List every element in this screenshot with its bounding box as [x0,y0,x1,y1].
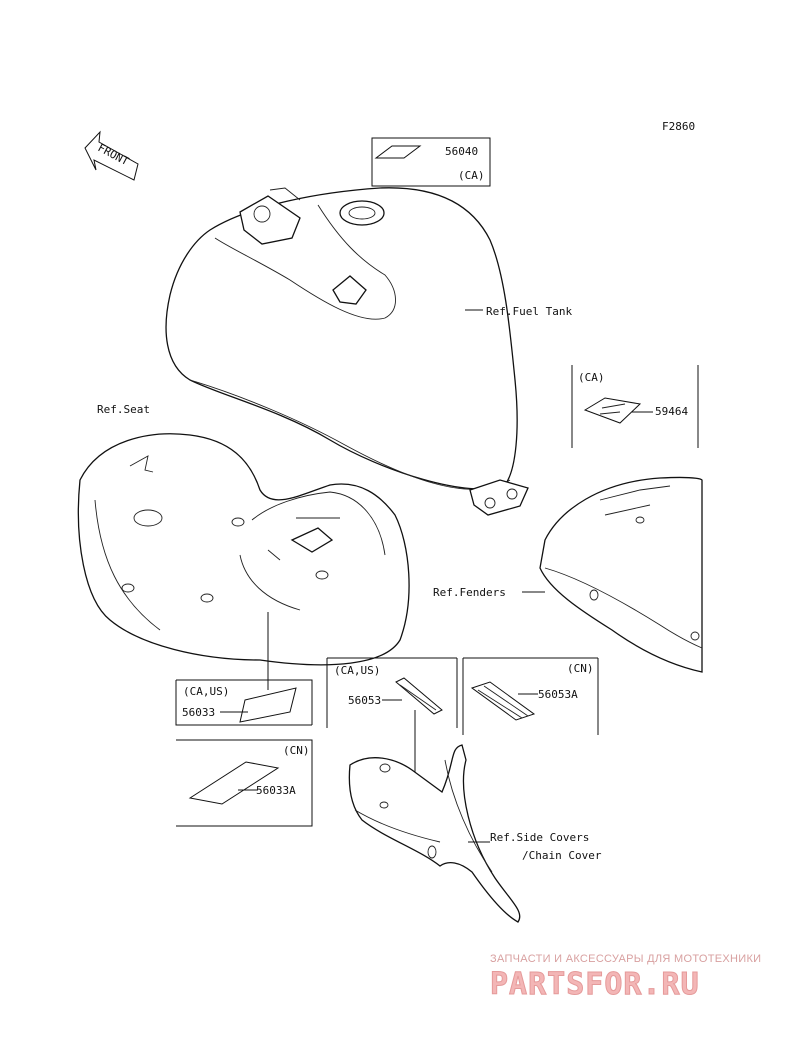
region-56033: (CA,US) [183,685,229,698]
part-number-56033: 56033 [182,706,215,719]
part-number-56033A: 56033A [256,784,296,797]
region-56053: (CA,US) [334,664,380,677]
ref-fenders-label: Ref.Fenders [433,586,506,599]
front-arrow-label: FRONT [96,141,132,168]
part-number-59464: 59464 [655,405,688,418]
callout-56040[interactable]: 56040 (CA) [371,137,491,187]
watermark: ЗАПЧАСТИ И АКСЕССУАРЫ ДЛЯ МОТОТЕХНИКИ PA… [490,953,762,1003]
part-number-56053A: 56053A [538,688,578,701]
region-56053A: (CN) [567,662,594,675]
ref-side-covers-label: Ref.Side Covers [490,831,589,844]
callout-56033[interactable]: (CA,US) 56033 [175,679,313,726]
callout-56033A[interactable]: (CN) 56033A [176,739,313,827]
ref-chain-cover-label: /Chain Cover [522,849,602,862]
ref-seat-label: Ref.Seat [97,403,150,416]
callout-56053[interactable]: (CA,US) 56053 [326,657,458,790]
front-arrow-icon: FRONT [84,130,139,181]
region-56040: (CA) [458,169,485,182]
region-59464: (CA) [578,371,605,384]
part-number-56053: 56053 [348,694,381,707]
region-56033A: (CN) [283,744,310,757]
watermark-logo: PARTSFOR.RU [490,967,700,1002]
side-covers-illustration: Ref.Side Covers /Chain Cover [348,744,602,923]
figure-code: F2860 [662,120,695,133]
callout-59464[interactable]: (CA) 59464 [571,365,699,448]
seat-illustration [77,433,410,690]
callout-56053A[interactable]: (CN) 56053A [462,657,599,735]
fenders-illustration: Ref.Fenders [433,476,703,673]
part-number-56040: 56040 [445,145,478,158]
watermark-tagline: ЗАПЧАСТИ И АКСЕССУАРЫ ДЛЯ МОТОТЕХНИКИ [490,953,761,965]
ref-fuel-tank-label: Ref.Fuel Tank [486,305,572,318]
fuel-tank-illustration: Ref.Fuel Tank [165,187,572,516]
